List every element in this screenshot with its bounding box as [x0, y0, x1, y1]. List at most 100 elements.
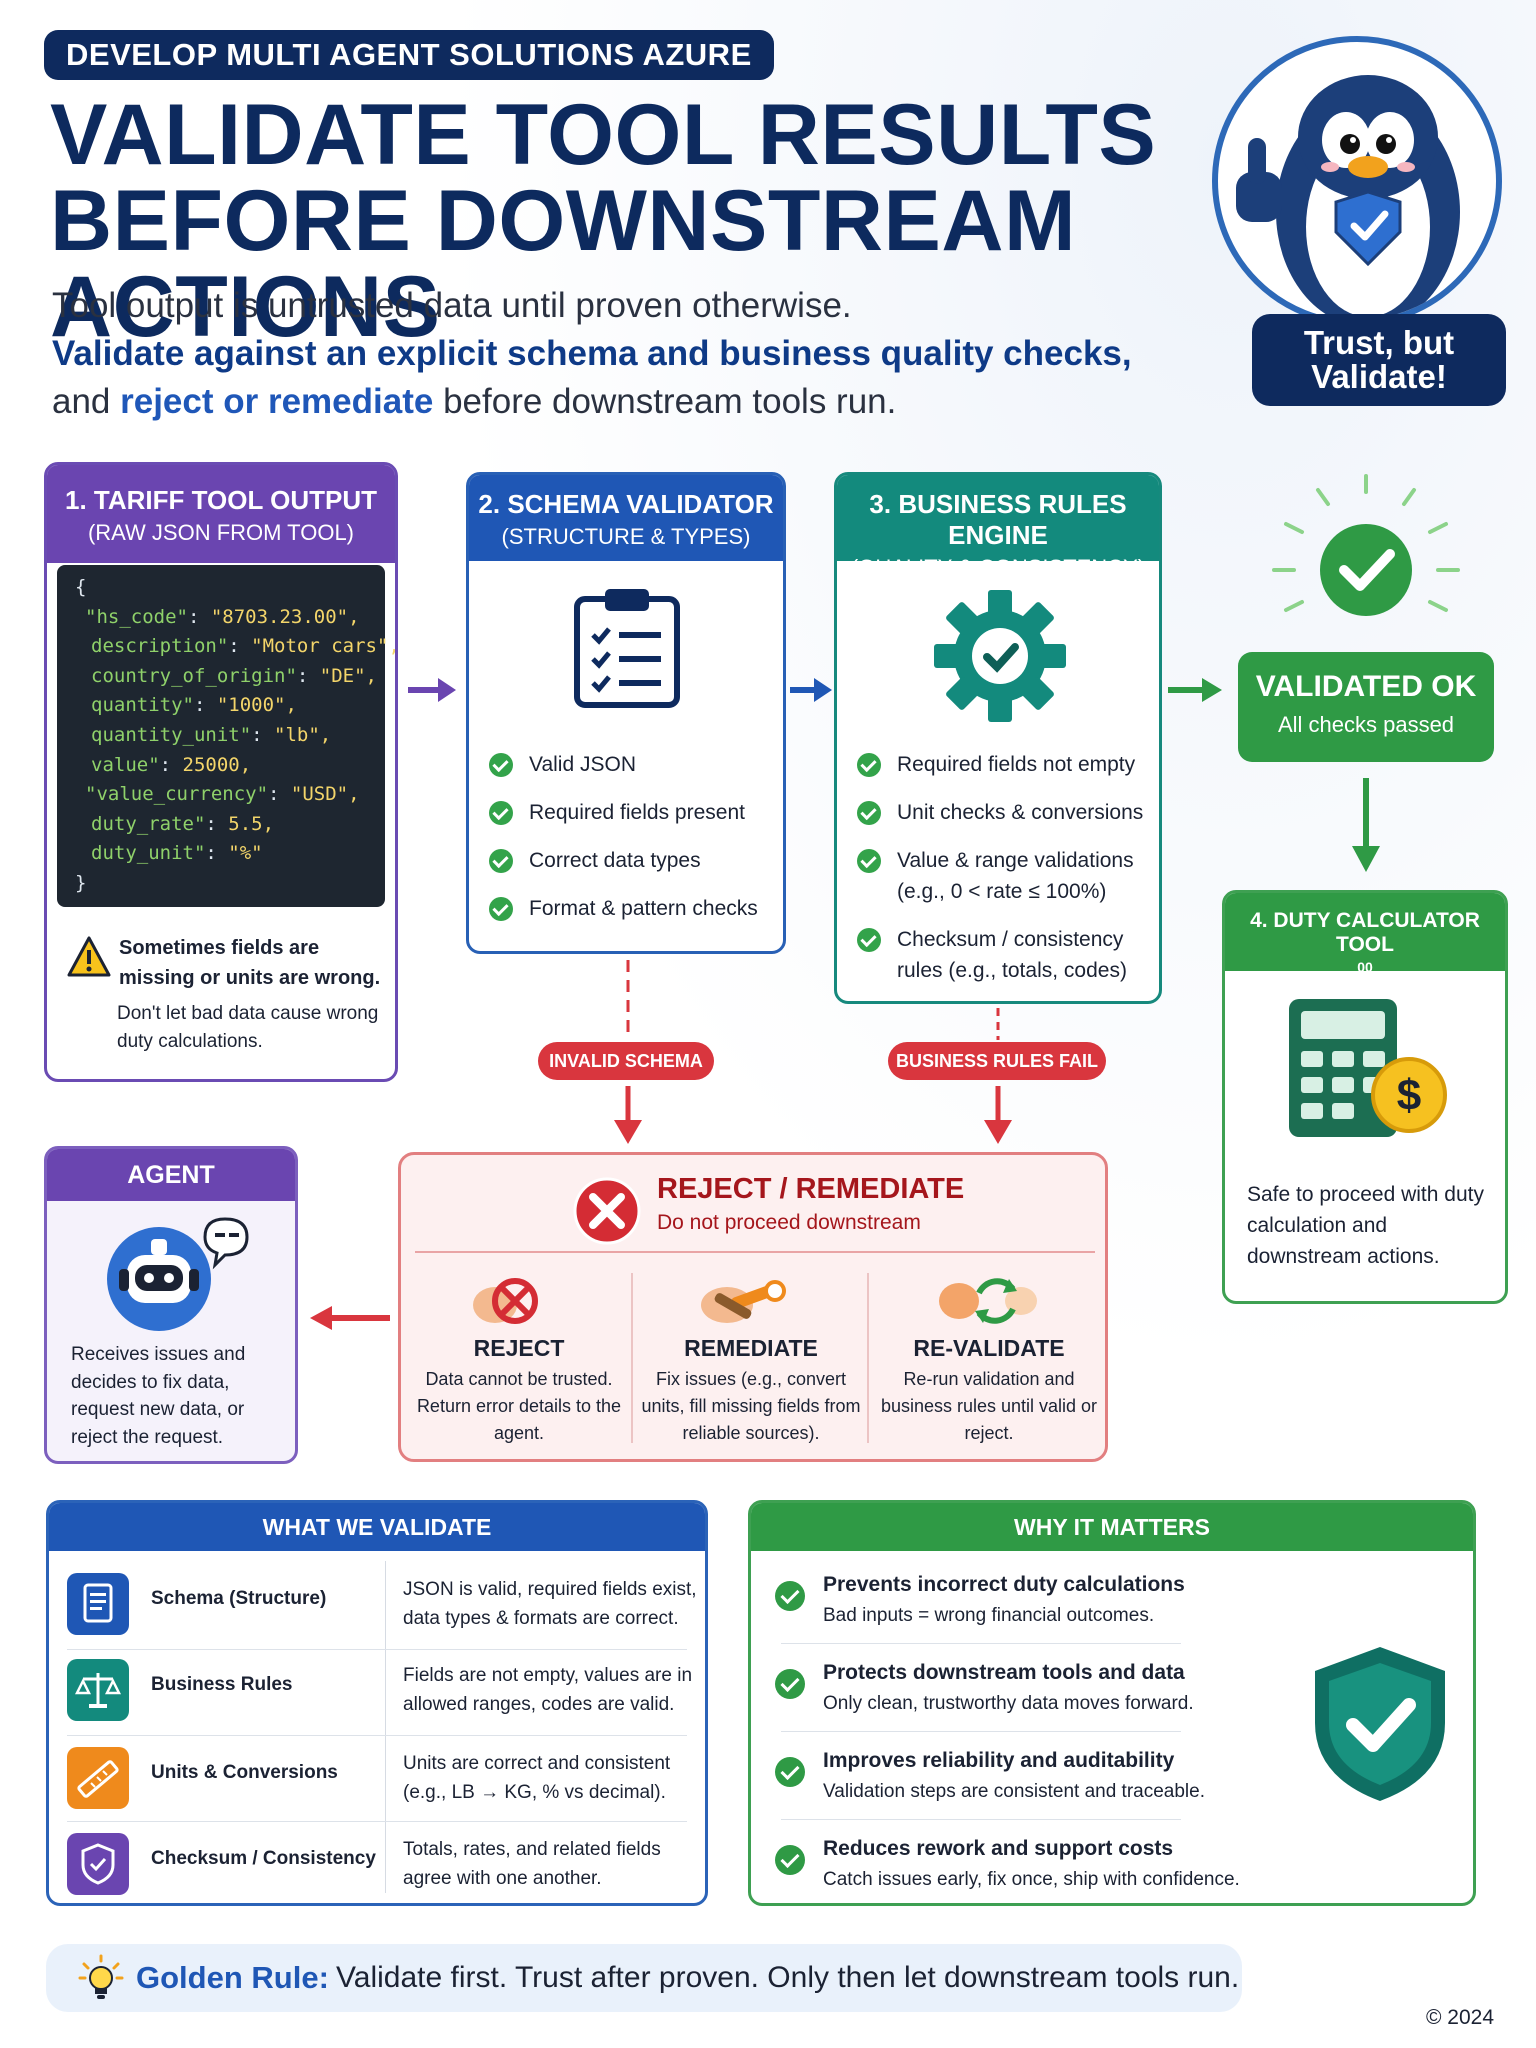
arrow-right-icon [408, 678, 456, 702]
series-tag: DEVELOP MULTI AGENT SOLUTIONS AZURE [44, 30, 774, 80]
divider [781, 1819, 1181, 1820]
title-line-2: BEFORE DOWNSTREAM ACTIONS [50, 173, 1077, 355]
duty-card-header: 4. DUTY CALCULATOR TOOL 00 [1225, 893, 1505, 975]
validated-ok-box: VALIDATED OK All checks passed [1238, 652, 1494, 762]
arrow-right-icon [1168, 678, 1222, 702]
rules-checklist: Required fields not empty Unit checks & … [857, 749, 1143, 986]
reject-column: REJECT Data cannot be trusted. Return er… [416, 1335, 622, 1443]
divider [67, 1735, 687, 1736]
robot-agent-icon [107, 1217, 249, 1331]
clipboard-checklist-icon [574, 589, 680, 708]
rules-check-item: Checksum / consistency rules (e.g., tota… [857, 924, 1137, 986]
divider [631, 1273, 633, 1443]
schema-title: 2. SCHEMA VALIDATOR [478, 489, 774, 519]
subtitle-line-2: Validate against an explicit schema and … [52, 334, 1132, 373]
why-it-matters-header: WHY IT MATTERS [751, 1503, 1473, 1551]
arrow-down-icon [1352, 778, 1380, 872]
divider [67, 1821, 687, 1822]
remediate-column: REMEDIATE Fix issues (e.g., convert unit… [641, 1335, 861, 1443]
schema-validator-card: 2. SCHEMA VALIDATOR (STRUCTURE & TYPES) … [466, 472, 786, 954]
gear-check-icon [934, 590, 1066, 722]
error-x-icon [573, 1177, 641, 1245]
reject-remediate-box: REJECT / REMEDIATE Do not proceed downst… [398, 1152, 1108, 1462]
validate-row: Units & Conversions Units are correct an… [49, 1733, 705, 1819]
shield-big-icon [1315, 1647, 1445, 1801]
code-line: duty_unit": "%" [91, 842, 263, 865]
duty-subtitle: 00 [1357, 959, 1373, 975]
warning-triangle-icon [67, 936, 111, 977]
title-line-1: VALIDATE TOOL RESULTS [50, 87, 1157, 183]
schema-checklist: Valid JSON Required fields present Corre… [489, 749, 758, 924]
code-line: quantity_unit": "lb", [91, 723, 332, 746]
why-it-matters-card: WHY IT MATTERS Prevents incorrect duty c… [748, 1500, 1476, 1906]
schema-check-item: Required fields present [489, 797, 758, 828]
reject-circle-icon [473, 1278, 538, 1324]
code-line: "hs_code": "8703.23.00", [85, 605, 360, 628]
ruler-icon [67, 1747, 129, 1809]
tariff-title: 1. TARIFF TOOL OUTPUT [65, 485, 377, 515]
dashed-connector [626, 960, 630, 1040]
code-line: duty_rate": 5.5, [91, 812, 275, 835]
shield-check-icon [67, 1833, 129, 1895]
subtitle-highlight: reject or remediate [120, 382, 434, 421]
subtitle-line-3: and reject or remediate before downstrea… [52, 382, 897, 421]
divider [781, 1643, 1181, 1644]
json-code-block: {"hs_code": "8703.23.00",description": "… [57, 565, 395, 907]
code-line: country_of_origin": "DE", [91, 664, 377, 687]
duty-description: Safe to proceed with duty calculation an… [1247, 1183, 1484, 1268]
dashed-connector [996, 1008, 1000, 1040]
rules-title: 3. BUSINESS RULES ENGINE [869, 489, 1127, 550]
golden-rule-label: Golden Rule: [136, 1960, 329, 1995]
calculator-dollar-icon: $ [1289, 999, 1447, 1137]
penguin-mascot-icon [1212, 36, 1502, 326]
invalid-schema-label: INVALID SCHEMA [538, 1042, 714, 1080]
agent-description: Receives issues and decides to fix data,… [71, 1344, 246, 1448]
rules-check-item: Value & range validations (e.g., 0 < rat… [857, 845, 1137, 907]
code-line: { [75, 576, 87, 598]
rules-check-item: Required fields not empty [857, 749, 1143, 780]
rules-subtitle: (QUALITY & CONSISTENCY) [850, 555, 1146, 580]
schema-check-item: Valid JSON [489, 749, 758, 780]
document-list-icon [67, 1573, 129, 1635]
subtitle-line-1: Tool output is untrusted data until prov… [52, 286, 852, 325]
code-line: value": 25000, [91, 753, 252, 776]
agent-card-header: AGENT [47, 1149, 295, 1201]
rules-check-item: Unit checks & conversions [857, 797, 1143, 828]
reject-subtitle: Do not proceed downstream [657, 1211, 921, 1234]
arrow-down-icon [984, 1086, 1012, 1144]
schema-subtitle: (STRUCTURE & TYPES) [501, 524, 751, 549]
duty-title: 4. DUTY CALCULATOR TOOL [1250, 909, 1480, 956]
what-we-validate-card: WHAT WE VALIDATE Schema (Structure) JSON… [46, 1500, 708, 1906]
revalidate-column: RE-VALIDATE Re-run validation and busine… [880, 1335, 1098, 1443]
business-rules-card: 3. BUSINESS RULES ENGINE (QUALITY & CONS… [834, 472, 1162, 1004]
golden-rule-text: Validate first. Trust after proven. Only… [336, 1961, 1240, 1994]
validate-row: Schema (Structure) JSON is valid, requir… [49, 1559, 705, 1645]
code-line: "value_currency": "USD", [85, 783, 360, 806]
arrow-down-icon [614, 1086, 642, 1144]
tariff-tool-card: 1. TARIFF TOOL OUTPUT (RAW JSON FROM TOO… [44, 462, 398, 1082]
code-line: } [75, 871, 87, 894]
what-we-validate-header: WHAT WE VALIDATE [49, 1503, 705, 1551]
warning-text: Don't let bad data cause wrong duty calc… [117, 1003, 379, 1052]
lightbulb-icon [78, 1954, 124, 1999]
validate-row: Business Rules Fields are not empty, val… [49, 1645, 705, 1731]
divider [867, 1273, 869, 1443]
tariff-card-header: 1. TARIFF TOOL OUTPUT (RAW JSON FROM TOO… [47, 465, 395, 563]
golden-rule-bar: Golden Rule: Validate first. Trust after… [46, 1944, 1242, 2012]
schema-card-header: 2. SCHEMA VALIDATOR (STRUCTURE & TYPES) [469, 475, 783, 561]
copyright: © 2024 [1426, 2006, 1495, 2029]
rules-card-header: 3. BUSINESS RULES ENGINE (QUALITY & CONS… [837, 475, 1159, 580]
schema-check-item: Format & pattern checks [489, 893, 758, 924]
agent-card: AGENT Receives issues and decides to fix… [44, 1146, 298, 1464]
duty-calculator-card: 4. DUTY CALCULATOR TOOL 00 $ Safe to pro… [1222, 890, 1508, 1304]
trust-badge: Trust, but Validate! [1252, 314, 1506, 406]
schema-check-item: Correct data types [489, 845, 758, 876]
success-check-icon [1272, 474, 1460, 616]
repair-tools-icon [701, 1280, 786, 1323]
page-title: VALIDATE TOOL RESULTS BEFORE DOWNSTREAM … [50, 92, 1190, 350]
validate-row: Checksum / Consistency Totals, rates, an… [49, 1819, 705, 1903]
divider [385, 1561, 386, 1893]
reject-title: REJECT / REMEDIATE [657, 1173, 965, 1205]
divider [781, 1731, 1181, 1732]
arrow-right-icon [790, 678, 832, 702]
